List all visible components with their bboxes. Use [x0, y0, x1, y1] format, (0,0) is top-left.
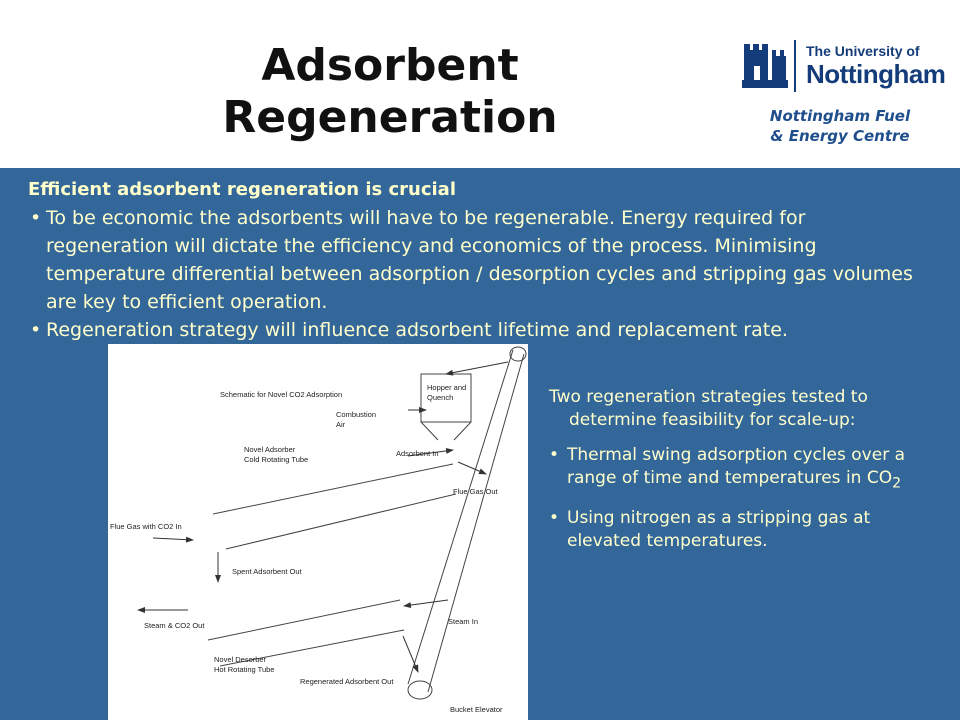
arrow-elevator-to-hopper [445, 361, 509, 376]
arrow-flue-gas-in [152, 536, 194, 543]
schematic-labels: Schematic for Novel CO2 Adsorption Hoppe… [110, 383, 503, 714]
process-schematic: Schematic for Novel CO2 Adsorption Hoppe… [108, 344, 528, 720]
university-name: The University of Nottingham [806, 42, 946, 89]
adsorber-tube-top [212, 463, 454, 515]
side-bullet-text: Thermal swing adsorption cycles over a r… [567, 445, 906, 488]
centre-name-line-1: Nottingham Fuel [769, 107, 911, 125]
section-heading: Efficient adsorbent regeneration is cruc… [28, 179, 456, 200]
header-band: Adsorbent Regeneration The University of… [0, 0, 960, 168]
adsorber-tube-bottom [225, 493, 457, 550]
centre-name-line-2: & Energy Centre [770, 127, 910, 145]
bullet-dot-icon: • [30, 207, 42, 229]
label-combustion-1: Combustion [336, 410, 376, 419]
label-flue-gas-out: Flue Gas Out [453, 487, 499, 496]
title-line-2: Regeneration [222, 92, 558, 143]
label-adsorber-2: Cold Rotating Tube [244, 455, 308, 464]
bullet-text: Regeneration strategy will influence ads… [46, 319, 788, 341]
label-steam-co2-out: Steam & CO2 Out [144, 621, 205, 630]
label-spent-out: Spent Adsorbent Out [232, 567, 303, 576]
side-text: Two regeneration strategies tested to de… [549, 386, 929, 553]
bullet-dot-icon: • [549, 508, 560, 529]
label-regenerated-out: Regenerated Adsorbent Out [300, 677, 394, 686]
desorber-tube-top [207, 599, 401, 641]
label-hopper-2: Quench [427, 393, 453, 402]
arrow-regenerated-out [402, 635, 419, 673]
label-adsorbent-in: Adsorbent In [396, 449, 439, 458]
centre-name: Nottingham Fuel & Energy Centre [740, 106, 940, 146]
arrow-steam-in [403, 599, 449, 609]
arrow-adsorbent-in [407, 447, 454, 457]
label-desorber-1: Novel Desorber [214, 655, 267, 664]
university-logo [742, 40, 796, 92]
bullet-text: To be economic the adsorbents will have … [46, 207, 913, 313]
arrow-flue-gas-out [457, 461, 487, 475]
main-text: Efficient adsorbent regeneration is cruc… [28, 176, 928, 344]
bullet-dot-icon: • [549, 445, 560, 465]
bullet-economic: • To be economic the adsorbents will hav… [28, 204, 928, 316]
side-bullet-nitrogen: • Using nitrogen as a stripping gas at e… [549, 507, 929, 553]
label-steam-in: Steam In [448, 617, 478, 626]
bullet-dot-icon: • [30, 319, 42, 341]
label-combustion-2: Air [336, 420, 346, 429]
label-bucket-elevator: Bucket Elevator [450, 705, 503, 714]
elevator-tube-edge-right [427, 353, 525, 693]
label-flue-gas-in: Flue Gas with CO2 In [110, 522, 182, 531]
logo-divider [794, 40, 796, 92]
desorber-tube-bottom [219, 629, 405, 667]
side-bullet-text: Using nitrogen as a stripping gas at ele… [567, 508, 871, 552]
schematic-drawing: Schematic for Novel CO2 Adsorption Hoppe… [110, 346, 527, 714]
castle-crest-icon [742, 44, 788, 88]
elevator-bottom [407, 680, 433, 700]
elevator-tube-edge-left [407, 349, 514, 685]
elevator-top [509, 346, 527, 362]
slide-title: Adsorbent Regeneration [160, 40, 620, 144]
label-schematic: Schematic for Novel CO2 Adsorption [220, 390, 342, 399]
label-adsorber-1: Novel Adsorber [244, 445, 296, 454]
label-desorber-2: Hot Rotating Tube [214, 665, 274, 674]
title-line-1: Adsorbent [261, 40, 519, 91]
bullet-strategy: • Regeneration strategy will influence a… [28, 316, 886, 344]
university-name-line-2: Nottingham [806, 59, 946, 89]
subscript-2: 2 [892, 475, 902, 492]
university-name-line-1: The University of [806, 43, 920, 59]
label-hopper-1: Hopper and [427, 383, 466, 392]
side-intro: Two regeneration strategies tested to de… [549, 387, 868, 430]
side-bullet-thermal: • Thermal swing adsorption cycles over a… [549, 444, 929, 495]
